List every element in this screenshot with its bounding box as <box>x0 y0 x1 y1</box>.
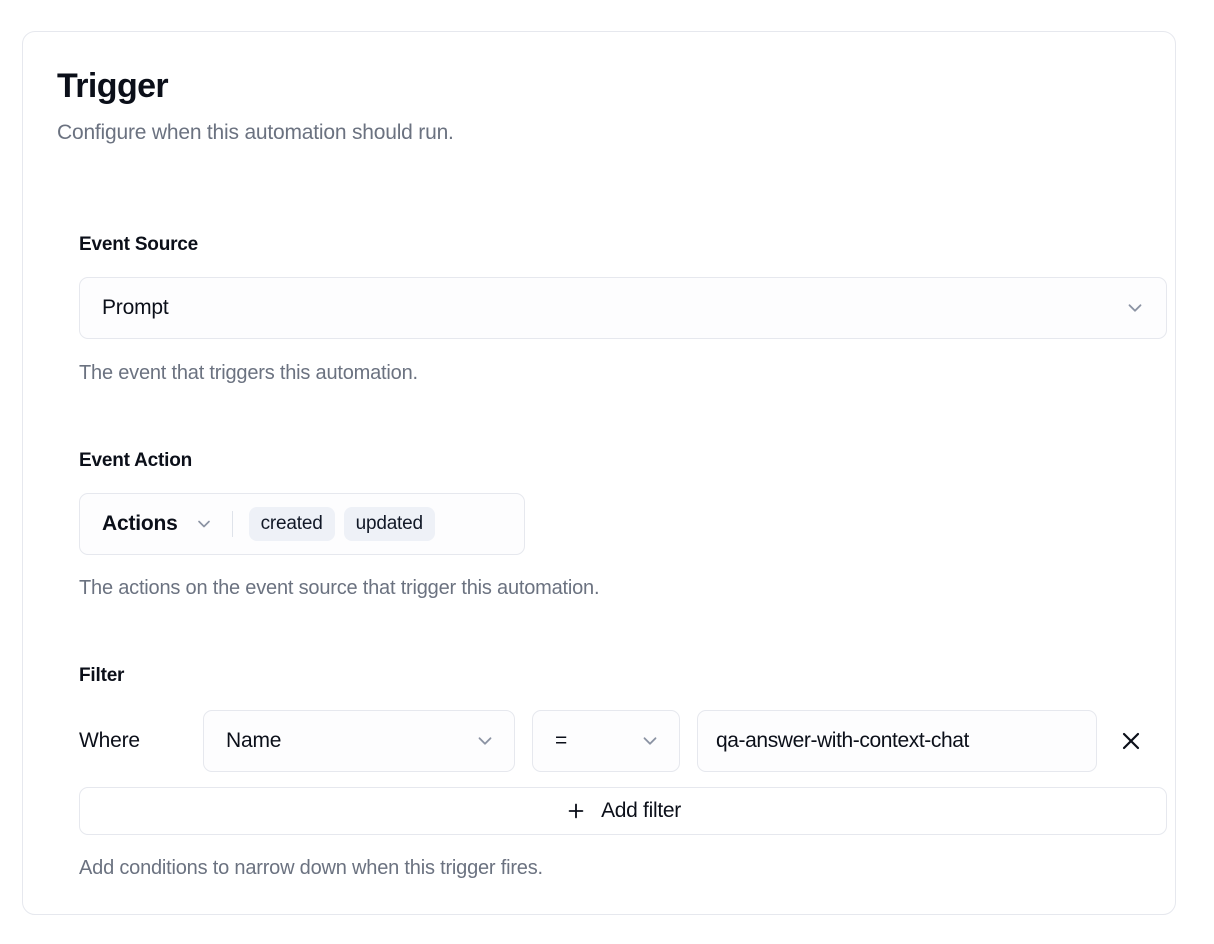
remove-filter-button[interactable] <box>1109 719 1153 763</box>
chevron-down-icon <box>194 514 214 534</box>
filter-row: Where Name = <box>79 710 1167 772</box>
event-action-label: Event Action <box>79 450 193 471</box>
page-subtitle: Configure when this automation should ru… <box>57 121 454 145</box>
event-action-dropdown-label: Actions <box>102 512 178 535</box>
chevron-down-icon <box>474 730 496 752</box>
event-action-control: Actions created updated <box>79 493 525 555</box>
event-source-label: Event Source <box>79 234 199 255</box>
filter-field-value: Name <box>226 729 282 752</box>
event-action-group: Event Action Actions created updated The… <box>79 450 600 600</box>
event-action-dropdown[interactable]: Actions <box>102 512 214 536</box>
filter-help: Add conditions to narrow down when this … <box>79 857 543 879</box>
chevron-down-icon <box>1124 297 1146 319</box>
close-icon <box>1119 729 1143 753</box>
event-source-select[interactable]: Prompt <box>79 277 1167 339</box>
chip-updated[interactable]: updated <box>343 507 435 541</box>
where-label: Where <box>79 729 140 752</box>
event-action-chips: created updated <box>248 507 435 541</box>
chip-created[interactable]: created <box>248 507 335 541</box>
filter-operator-select[interactable]: = <box>532 710 680 772</box>
divider <box>231 511 233 537</box>
event-source-help: The event that triggers this automation. <box>79 362 418 384</box>
filter-operator-value: = <box>555 729 568 752</box>
trigger-card: Trigger Configure when this automation s… <box>22 31 1176 915</box>
add-filter-button[interactable]: Add filter <box>79 787 1167 835</box>
plus-icon <box>565 800 587 822</box>
filter-group: Filter Where Name = <box>79 665 1167 880</box>
add-filter-label: Add filter <box>601 799 681 822</box>
chevron-down-icon <box>639 730 661 752</box>
page-title: Trigger <box>57 67 169 105</box>
filter-value-input[interactable] <box>697 710 1097 772</box>
event-source-group: Event Source Prompt The event that trigg… <box>79 234 1167 385</box>
filter-field-select[interactable]: Name <box>203 710 515 772</box>
event-action-help: The actions on the event source that tri… <box>79 577 600 599</box>
event-source-value: Prompt <box>102 296 169 319</box>
filter-label: Filter <box>79 665 125 686</box>
